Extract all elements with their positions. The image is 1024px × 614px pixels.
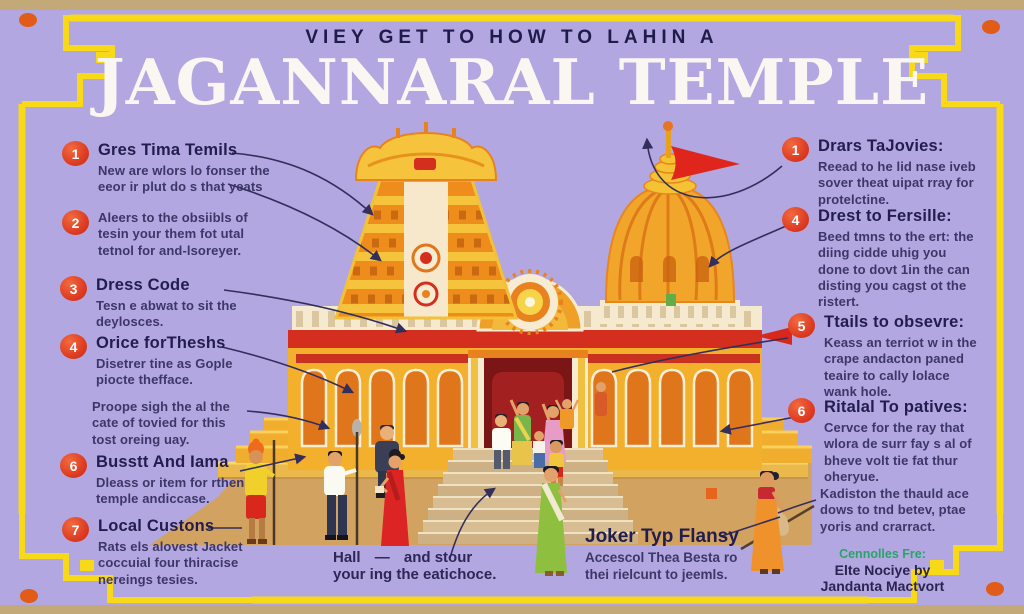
right-item-4: 4 Drest to Fersille: Beed tmns to the er… [782,207,974,310]
arrow-kadiston [777,499,817,514]
right-item-5: 5 Ttails to obsevre: Keass an terriot w … [788,313,977,400]
arrow-hall [449,487,496,559]
person-turban-man [245,438,276,545]
item-heading: Busstt And Iama [96,453,229,471]
item-body: Reead to he lid nase iveb sover theat ui… [818,159,976,207]
person-kid-yellow-red [549,440,564,486]
item-heading: Ritalal To patives: [824,398,968,416]
main-doorway [468,350,588,470]
person-by-door [595,382,607,416]
tan-edge-bottom [0,605,1024,614]
railing-band [292,306,762,332]
number-badge: 2 [62,210,89,235]
connector-arrows [208,137,817,559]
arrow-l4 [221,346,355,394]
left-item-6: 6 Busstt And Iama Dleass or item for rth… [60,453,244,508]
person-suit-man [375,425,399,498]
left-item-7: 7 Local Custons Rats els alovest Jacket … [62,517,243,588]
item-body: Cervce for the ray that wlora de surr fa… [824,420,972,484]
right-item-6: 6 Ritalal To patives: Cervce for the ray… [788,398,972,485]
item-body: Keass an terriot w in the crape andacton… [824,335,977,399]
dome-shikhara-icon [600,121,740,324]
item-body: Proope sigh the al the cate of tovied fo… [92,399,230,447]
number-badge: 1 [782,137,809,162]
joker-annotation: Joker Typ Flansy Accescol Thea Besta ro … [585,526,739,584]
item-body: Rats els alovest Jacket coccuial four th… [98,539,243,587]
right-note: Kadiston the thauld ace dows to tnd bete… [820,486,969,535]
person-staff-man [324,419,362,545]
hall-line2: your ing the eatichoce. [333,566,497,583]
item-heading: Orice forTheshs [96,334,226,352]
left-item-1: 1 Gres Tima Temils New are wlors lo fons… [62,141,270,196]
red-band [288,330,762,348]
item-heading: Gres Tima Temils [98,141,238,159]
item-heading: Local Custons [98,517,215,535]
hall-label-rest: and stour [403,549,473,566]
sun-emblem-arch-icon [476,269,584,335]
number-badge: 4 [782,207,809,232]
item-body: Beed tmns to the ert: the diing cidde uh… [818,229,974,309]
arrow-l6 [239,453,307,472]
header: VIEY GET TO HOW TO LAHIN A JAGANNARAL TE… [60,27,964,114]
arrow-r5 [611,337,789,373]
number-badge: 6 [788,398,815,423]
person-dancer-orange [554,399,580,429]
item-body: New are wlors lo fonser the eeor ir plut… [98,163,270,195]
credit-line2: Elte Nociye by [834,561,931,578]
temple-wall [288,346,762,470]
credit-line1: Cennolles Fre: [839,547,926,561]
arrow-l3 [223,289,408,334]
item-body: Aleers to the obsiibls of tesin your the… [98,210,248,258]
number-badge: 1 [62,141,89,166]
hall-label: Hall [333,549,361,566]
left-item-3: 3 Dress Code Tesn e abwat to sit the dey… [60,276,237,331]
item-body: Kadiston the thauld ace dows to tnd bete… [820,486,969,534]
joker-heading: Joker Typ Flansy [585,526,739,547]
poster-subtitle: VIEY GET TO HOW TO LAHIN A [305,27,719,48]
red-pennant-flag-icon [671,146,740,180]
person-kid-blue-jeans [533,431,545,468]
item-heading: Ttails to obsevre: [824,313,965,331]
tan-edge-top [0,0,1024,10]
item-heading: Drars TaJovies: [818,137,944,155]
platform-band [218,463,808,478]
poster-title: JAGANNARAL TEMPLE [94,45,930,119]
left-item-4: 4 Orice forTheshs Disetrer tine as Gople… [60,334,233,389]
gopuram-tower-icon [333,122,519,320]
hall-dash: — [374,549,390,566]
number-badge: 6 [60,453,87,478]
person-green-kurta-woman [509,399,532,465]
right-arcade [590,368,754,448]
arrow-r1 [642,137,783,199]
right-item-1: 1 Drars TaJovies: Reead to he lid nase i… [782,137,976,208]
number-badge: 7 [62,517,89,542]
item-heading: Drest to Fersille: [818,207,952,225]
arrow-l5 [246,410,331,431]
item-body: Dleass or item for rthen temple andiccas… [96,475,245,507]
credit-block: Cennolles Fre: Elte Nociye by Jandanta M… [795,547,970,595]
left-item-2: 2 Aleers to the obsiibls of tesin your t… [62,210,248,259]
item-heading: Dress Code [96,276,190,294]
item-body: Tesn e abwat to sit the deylosces. [96,298,237,330]
arrow-r4 [708,225,787,268]
orange-square-marker [706,488,717,499]
joker-body: Accescol Thea Besta ro thei rielcunt to … [585,550,738,582]
item-body: Disetrer tine as Gople piocte thefface. [96,356,233,388]
left-arcade [300,368,464,448]
number-badge: 5 [788,313,815,338]
small-red-pennant [756,327,792,345]
person-green-sari-woman [535,466,568,576]
person-white-shirt-on-stairs [492,414,511,469]
number-badge: 4 [60,334,87,359]
hall-annotation: Hall — and stour your ing the eatichoce. [333,549,496,583]
person-pink-sari-woman [541,403,566,462]
number-badge: 3 [60,276,87,301]
credit-line3: Jandanta Mactvort [820,578,945,595]
left-note: Proope sigh the al the cate of tovied fo… [92,399,230,448]
person-red-sari-woman [375,449,409,546]
